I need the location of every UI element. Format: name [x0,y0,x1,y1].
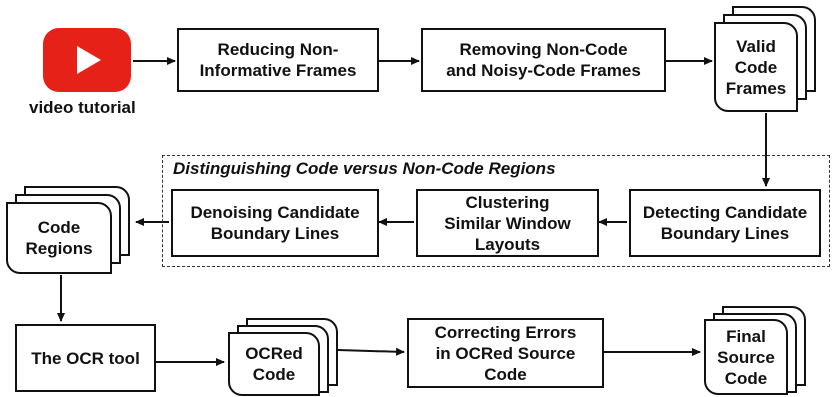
detect-boundary-label: Detecting Candidate Boundary Lines [642,203,808,243]
valid-code-frames-node: Valid Code Frames [714,22,798,112]
correct-errors-label: Correcting Errors in OCRed Source Code [434,322,577,384]
ocr-tool-node: The OCR tool [15,324,156,392]
arrow-ocred-to-correct [337,347,405,356]
ocred-code-node: OCRed Code [228,332,320,396]
remove-frames-label: Removing Non-Code and Noisy-Code Frames [446,40,641,80]
youtube-play-icon [43,28,131,92]
denoise-boundary-node: Denoising Candidate Boundary Lines [171,189,379,257]
video-tutorial-label: video tutorial [29,98,136,117]
ocr-tool-label: The OCR tool [31,348,140,368]
final-source-code-label: Final Source Code [717,326,775,388]
valid-code-frames-label: Valid Code Frames [725,36,787,98]
final-source-code-node: Final Source Code [704,319,788,395]
denoise-boundary-label: Denoising Candidate Boundary Lines [190,203,360,243]
detect-boundary-node: Detecting Candidate Boundary Lines [629,189,821,257]
cluster-layouts-node: Clustering Similar Window Layouts [416,189,599,257]
remove-frames-node: Removing Non-Code and Noisy-Code Frames [421,28,666,92]
reduce-frames-node: Reducing Non- Informative Frames [177,28,379,92]
ocred-code-label: OCRed Code [245,344,303,384]
group-title: Distinguishing Code versus Non-Code Regi… [173,159,556,178]
reduce-frames-label: Reducing Non- Informative Frames [199,40,357,80]
code-regions-label: Code Regions [25,218,93,258]
code-regions-group [162,155,830,267]
cluster-layouts-label: Clustering Similar Window Layouts [444,192,571,254]
correct-errors-node: Correcting Errors in OCRed Source Code [407,318,604,388]
code-regions-node: Code Regions [6,202,112,274]
